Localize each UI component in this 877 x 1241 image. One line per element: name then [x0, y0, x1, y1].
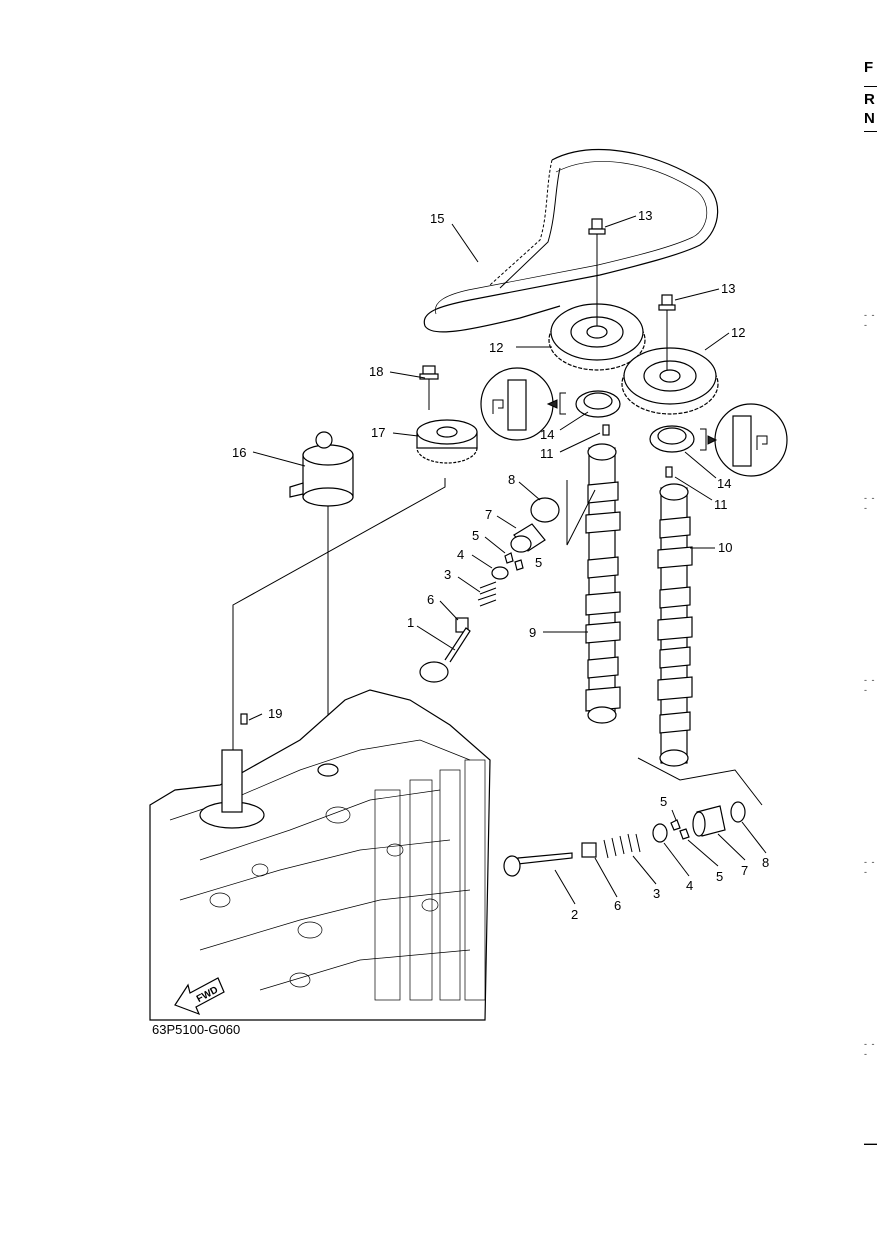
callout-13: 13 — [638, 208, 652, 223]
callout-6: 6 — [614, 898, 621, 913]
valve-shim-8a — [530, 497, 560, 523]
callout-11: 11 — [714, 497, 728, 512]
callout-9: 9 — [529, 625, 536, 640]
edge-tick: - - - — [864, 1039, 876, 1059]
edge-tick: - - - — [864, 675, 876, 695]
edge-letter-f: F — [864, 59, 874, 76]
callouts: 15 13 13 12 12 18 17 16 14 11 14 11 8 7 … — [232, 208, 769, 922]
spring-retainer-4b — [652, 823, 668, 843]
callout-14: 14 — [540, 427, 554, 442]
intake-valve-1 — [419, 627, 471, 683]
callout-7: 7 — [485, 507, 492, 522]
callout-5: 5 — [535, 555, 542, 570]
valve-spring-3a — [477, 581, 497, 607]
belt-tensioner-16 — [289, 431, 354, 770]
callout-6: 6 — [427, 592, 434, 607]
forward-direction-arrow: FWD — [174, 977, 225, 1016]
sprocket-bolt-13b — [658, 294, 676, 332]
valve-cotter-5c — [670, 819, 690, 840]
edge-tick: - - - — [864, 310, 876, 330]
callout-18: 18 — [369, 364, 383, 379]
edge-bottom-dash: — — [864, 1135, 877, 1151]
dowel-pin-11b — [665, 466, 673, 478]
callout-14: 14 — [717, 476, 731, 491]
cam-sprocket-12b — [621, 332, 719, 415]
cylinder-head-block — [149, 689, 491, 1021]
exhaust-valve-2 — [503, 852, 573, 877]
oil-seal-14b — [649, 425, 695, 453]
edge-letter-n: N — [864, 110, 875, 127]
valve-spring-3b — [603, 833, 641, 859]
callout-11: 11 — [540, 446, 554, 461]
leader-lines — [248, 215, 767, 905]
valve-seal-6b — [581, 842, 597, 858]
callout-8: 8 — [508, 472, 515, 487]
dowel-pin-19 — [240, 713, 248, 725]
valve-group-bracket — [637, 757, 763, 806]
callout-10: 10 — [718, 540, 732, 555]
camshaft-10 — [657, 483, 693, 767]
callout-15: 15 — [430, 211, 444, 226]
timing-belt — [423, 149, 719, 333]
callout-8: 8 — [762, 855, 769, 870]
edge-letter-r: R — [864, 91, 875, 108]
callout-5: 5 — [716, 869, 723, 884]
oil-seal-14a — [575, 390, 621, 418]
valve-lifter-7b — [692, 805, 726, 837]
seal-detail-right — [700, 403, 788, 477]
cam-sprocket-12a — [548, 258, 646, 371]
pulley-bolt-18 — [419, 365, 439, 410]
seal-detail-left — [480, 367, 566, 441]
dowel-pin-11a — [602, 424, 610, 436]
callout-17: 17 — [371, 425, 385, 440]
callout-1: 1 — [407, 615, 414, 630]
callout-12: 12 — [731, 325, 745, 340]
callout-19: 19 — [268, 706, 282, 721]
callout-7: 7 — [741, 863, 748, 878]
callout-3: 3 — [444, 567, 451, 582]
diagram-code: 63P5100-G060 — [152, 1022, 241, 1037]
callout-5: 5 — [660, 794, 667, 809]
edge-rule — [864, 131, 877, 132]
edge-tick: - - - — [864, 857, 876, 877]
valve-shim-8b — [730, 801, 746, 823]
callout-4: 4 — [686, 878, 693, 893]
spring-retainer-4a — [491, 566, 509, 580]
sprocket-bolt-13a — [588, 218, 606, 258]
callout-13: 13 — [721, 281, 735, 296]
callout-3: 3 — [653, 886, 660, 901]
callout-4: 4 — [457, 547, 464, 562]
assembly-leader — [232, 478, 446, 750]
valve-lifter-7a — [510, 523, 546, 553]
callout-5: 5 — [472, 528, 479, 543]
valve-cotter-5a — [504, 552, 524, 571]
edge-tick: - - - — [864, 493, 876, 513]
callout-16: 16 — [232, 445, 246, 460]
edge-rule — [864, 86, 877, 87]
callout-2: 2 — [571, 907, 578, 922]
callout-12: 12 — [489, 340, 503, 355]
camshaft-9 — [585, 443, 621, 724]
idler-pulley-17 — [416, 419, 478, 464]
